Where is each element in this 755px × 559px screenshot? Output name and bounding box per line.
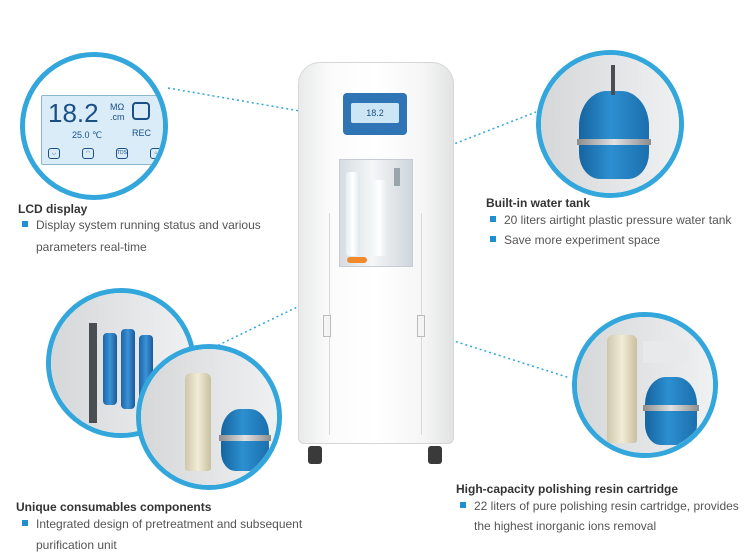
connector-resin [431, 333, 571, 379]
door-handle-left [323, 315, 331, 337]
bottle-right [370, 180, 388, 256]
pipe-fittings [643, 341, 689, 363]
lcd-settings-icon: ⌂ [150, 148, 162, 159]
water-tank-bullet-2-text: Save more experiment space [504, 233, 661, 247]
lcd-tap-icon: ◡ [48, 148, 60, 159]
resin-cartridge-small [185, 373, 211, 471]
lcd-unit: MΩ .cm [110, 102, 125, 122]
lcd-temperature: 25.0 ℃ [72, 130, 103, 140]
resin-bullet: 22 liters of pure polishing resin cartri… [460, 496, 739, 516]
wheel-left [308, 446, 322, 464]
lcd-display-bullet-cont: parameters real-time [36, 240, 147, 254]
drip-tray [347, 257, 367, 263]
dispensing-window [339, 159, 413, 267]
filter-cartridge-1 [103, 333, 117, 405]
consumables-bullet-text: Integrated design of pretreatment and su… [36, 517, 303, 531]
lcd-tds-icon: TDS [116, 148, 128, 159]
consumables-title: Unique consumables components [16, 500, 212, 514]
bullet-square-icon [490, 236, 496, 242]
consumables-bullet-cont: purification unit [36, 538, 117, 552]
lcd-status-box-icon [132, 102, 150, 120]
resin-cartridge-circle [572, 312, 718, 458]
bullet-square-icon [460, 502, 466, 508]
filter-frame [89, 323, 97, 423]
wheel-right [428, 446, 442, 464]
resin-side-tank-band [643, 405, 699, 411]
lcd-display-title: LCD display [18, 202, 88, 216]
dispense-spout [394, 168, 400, 186]
water-tank-title: Built-in water tank [486, 196, 591, 210]
lcd-display-bullet: Display system running status and variou… [22, 215, 261, 235]
lcd-rec-label: REC [132, 128, 152, 138]
lcd-reading: 18.2 [48, 98, 99, 128]
bottle-left [346, 172, 360, 256]
lcd-screen: 18.2 MΩ .cm 25.0 ℃ REC ◡ ◠ TDS ⌂ [41, 95, 163, 165]
tank-pipe [611, 65, 615, 95]
machine-control-panel: 18.2 [343, 93, 407, 135]
pressure-tank [579, 91, 649, 179]
bullet-square-icon [490, 216, 496, 222]
water-purifier-machine: 18.2 [298, 62, 454, 444]
consumables-bullet: Integrated design of pretreatment and su… [22, 514, 302, 534]
machine-screen-reading: 18.2 [351, 103, 399, 123]
water-tank-bullet-1-text: 20 liters airtight plastic pressure wate… [504, 213, 732, 227]
lcd-water-icon: ◠ [82, 148, 94, 159]
consumables-circle-front [136, 344, 282, 490]
water-tank-bullet-1: 20 liters airtight plastic pressure wate… [490, 210, 731, 230]
resin-bullet-cont: the highest inorganic ions removal [474, 519, 657, 533]
tank-band [577, 139, 651, 145]
small-tank-band [219, 435, 271, 441]
water-tank-bullet-2: Save more experiment space [490, 230, 660, 250]
lcd-icon-row: ◡ ◠ TDS ⌂ [48, 148, 162, 159]
water-tank-circle [536, 50, 684, 198]
resin-title: High-capacity polishing resin cartridge [456, 482, 679, 496]
resin-bullet-text: 22 liters of pure polishing resin cartri… [474, 499, 739, 513]
resin-side-tank [645, 377, 697, 445]
lcd-unit-top: MΩ [110, 102, 125, 112]
resin-cartridge-large [607, 335, 637, 443]
filter-cartridge-2 [121, 329, 135, 409]
lcd-display-bullet-text: Display system running status and variou… [36, 218, 261, 232]
lcd-display-circle: 18.2 MΩ .cm 25.0 ℃ REC ◡ ◠ TDS ⌂ [20, 52, 168, 200]
bullet-square-icon [22, 221, 28, 227]
lcd-unit-bottom: .cm [110, 112, 125, 122]
bullet-square-icon [22, 520, 28, 526]
door-handle-right [417, 315, 425, 337]
